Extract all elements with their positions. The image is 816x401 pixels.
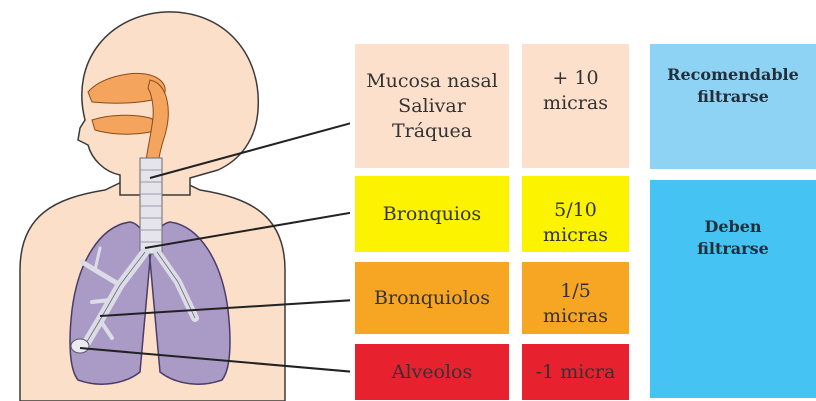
size-cell-alveoli: -1 micra bbox=[522, 344, 629, 400]
alveoli-cluster bbox=[71, 339, 89, 353]
size-cell-bronchi: 5/10 micras bbox=[522, 176, 629, 252]
size-cell-bronchioles: 1/5 micras bbox=[522, 262, 629, 334]
size-cell-upper-airway: + 10 micras bbox=[522, 44, 629, 168]
region-cell-bronchioles: Bronquiolos bbox=[355, 262, 509, 334]
filter-recommended-block: Recomendable filtrarse bbox=[650, 44, 816, 169]
region-cell-alveoli: Alveolos bbox=[355, 344, 509, 400]
respiratory-system-illustration bbox=[0, 0, 350, 401]
oral-cavity bbox=[92, 115, 157, 134]
region-cell-bronchi: Bronquios bbox=[355, 176, 509, 252]
filter-required-block: Deben filtrarse bbox=[650, 180, 816, 398]
trachea bbox=[140, 158, 162, 254]
region-cell-upper-airway: Mucosa nasal Salivar Tráquea bbox=[355, 44, 509, 168]
